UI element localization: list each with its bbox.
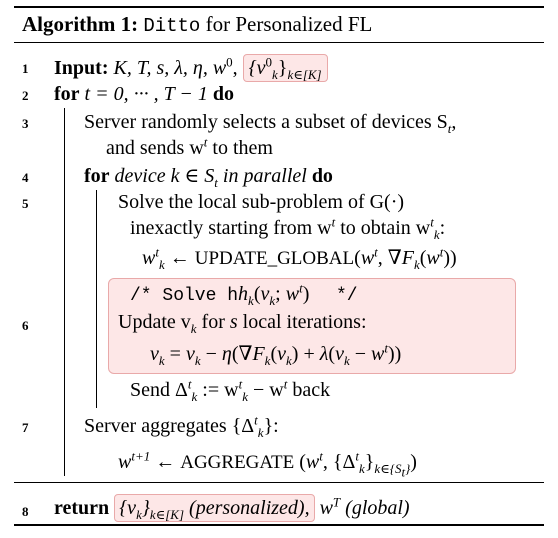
return-line: return {vk}k∈[K] (personalized), wT (glo…: [54, 494, 410, 522]
line-number: 2: [22, 88, 29, 103]
aggregate-eq: wt+1 ← AGGREGATE (wt, {Δtk}k∈{St}): [118, 448, 417, 480]
outer-loop-bar: [64, 108, 66, 476]
top-rule: [14, 6, 544, 8]
input-comma: ,: [232, 57, 243, 79]
update-global-eq: wtk ← UPDATE_GLOBAL(wt, ∇Fk(wt)): [142, 244, 457, 272]
input-line: Input: K, T, s, λ, η, w0, {v0k}k∈[K]: [54, 54, 328, 82]
inexact-line: inexactly starting from wt to obtain wtk…: [130, 214, 446, 242]
update-vk-line: Update vk for s local iterations:: [118, 311, 367, 336]
algorithm-label: Algorithm 1:: [22, 12, 139, 36]
input-keyword: Input:: [54, 57, 114, 79]
input-w-sup: 0: [226, 54, 233, 70]
server-select-line: Server randomly selects a subset of devi…: [84, 111, 457, 136]
bottom-rule: [14, 524, 544, 526]
algorithm-title: Algorithm 1: Ditto for Personalized FL: [22, 12, 372, 37]
input-vk-box: {v0k}k∈[K]: [242, 54, 328, 82]
update-global-op: ←: [169, 247, 190, 269]
algorithm-name: Ditto: [143, 15, 201, 37]
title-rule: [14, 42, 544, 44]
algorithm-subtitle: for Personalized FL: [200, 12, 373, 36]
line-number: 5: [22, 196, 29, 211]
for-keyword: for: [54, 83, 80, 105]
personalization-highlight: [108, 278, 516, 374]
return-highlight: {vk}k∈[K] (personalized),: [114, 494, 315, 522]
line-number: 3: [22, 116, 29, 131]
for-loop-line: for t = 0, ··· , T − 1 do: [54, 82, 234, 106]
server-send-line: and sends wt to them: [106, 134, 273, 159]
line-number: 4: [22, 170, 29, 185]
comment-line: /* Solve hhk(vk; wt) */: [130, 280, 358, 308]
algorithm-box: Algorithm 1: Ditto for Personalized FL 1…: [14, 6, 544, 526]
line-number: 7: [22, 420, 29, 435]
inner-for-line: for device k ∈ St in parallel do: [84, 165, 333, 190]
aggregate-line: Server aggregates {Δtk}:: [84, 412, 279, 440]
solve-line: Solve the local sub-problem of G(·): [118, 191, 405, 213]
input-params: K, T, s, λ, η, w: [113, 57, 227, 79]
inner-loop-bar: [96, 190, 98, 408]
for-range: t = 0, ··· , T − 1: [79, 83, 213, 105]
send-line: Send Δtk := wtk − wt back: [130, 376, 331, 404]
line-number: 8: [22, 504, 29, 519]
do-keyword: do: [212, 83, 234, 105]
separator-rule: [14, 482, 544, 484]
line-number: 6: [22, 318, 29, 333]
line-number: 1: [22, 61, 29, 76]
vk-update-eq: vk = vk − η(∇Fk(vk) + λ(vk − wt)): [150, 340, 402, 368]
